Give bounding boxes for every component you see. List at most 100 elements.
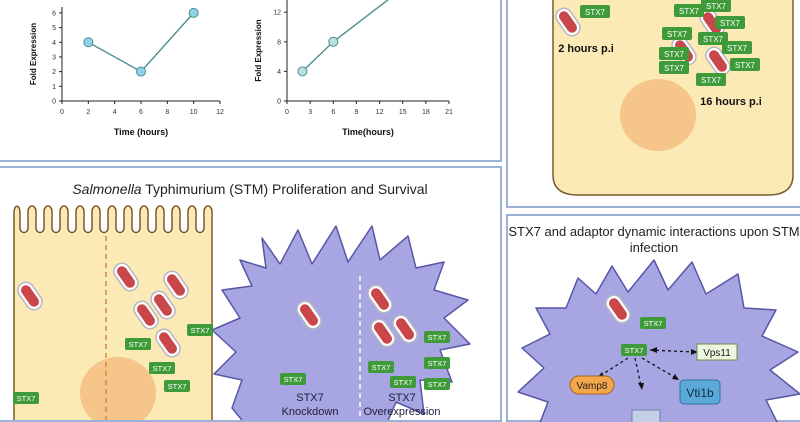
interaction-arrows — [599, 349, 695, 387]
svg-text:STX7: STX7 — [720, 19, 741, 28]
stx7-tag: STX7 — [424, 378, 450, 390]
stx7-tag: STX7 — [424, 331, 450, 343]
svg-text:STX7: STX7 — [667, 30, 688, 39]
x-tick-label: 4 — [113, 109, 117, 116]
adaptor-panel: STX7 and adaptor dynamic interactions up… — [506, 214, 800, 422]
x-tick-label: 15 — [399, 109, 407, 116]
stx7-tag-center: STX7 — [621, 344, 647, 356]
stx7-tag: STX7 — [662, 27, 692, 40]
overexpression-label-line2: Overexpression — [363, 406, 440, 418]
x-tick-label: 2 — [86, 109, 90, 116]
svg-text:STX7: STX7 — [153, 364, 172, 373]
vti1b-box: Vti1b — [679, 379, 721, 405]
x-tick-label: 18 — [422, 109, 430, 116]
stx7-tag: STX7 — [730, 58, 760, 71]
vps11-box: Vps11 — [696, 343, 738, 361]
chart1-data-point — [188, 7, 199, 18]
bacterium — [150, 290, 176, 320]
proliferation-title: Salmonella Typhimurium (STM) Proliferati… — [72, 181, 428, 197]
chart1-data-point — [83, 37, 94, 48]
x-tick-label: 6 — [139, 109, 143, 116]
svg-text:Vti1b: Vti1b — [686, 386, 714, 400]
bacterium — [163, 270, 189, 300]
svg-text:STX7: STX7 — [428, 380, 447, 389]
stx7-tag: STX7 — [125, 338, 151, 350]
svg-text:STX7: STX7 — [394, 378, 413, 387]
stx7-tag: STX7 — [368, 361, 394, 373]
chart1-series-line — [87, 12, 195, 73]
y-tick-label: 4 — [277, 69, 281, 76]
bacterium — [113, 262, 139, 292]
stx7-tag: STX7 — [580, 5, 610, 18]
stx7-tag: STX7 — [659, 47, 689, 60]
svg-text:Vamp8: Vamp8 — [577, 381, 608, 392]
svg-text:STX7: STX7 — [284, 375, 303, 384]
stx7-tag: STX7 — [722, 41, 752, 54]
y-tick-label: 12 — [273, 10, 281, 17]
bacterium — [605, 294, 631, 324]
svg-text:STX7: STX7 — [585, 8, 606, 17]
svg-text:STX7: STX7 — [679, 7, 700, 16]
x-tick-label: 12 — [376, 109, 384, 116]
stx7-tag: STX7 — [659, 61, 689, 74]
svg-text:STX7: STX7 — [168, 382, 187, 391]
svg-text:STX7: STX7 — [644, 319, 663, 328]
chart2-data-point — [297, 66, 308, 77]
macrophage — [517, 259, 800, 422]
stx7-tag: STX7 — [698, 32, 728, 45]
svg-text:STX7: STX7 — [703, 35, 724, 44]
chart2-x-label: Time(hours) — [342, 127, 394, 137]
stx7-tag: STX7 — [696, 73, 726, 86]
y-tick-label: 1 — [52, 84, 56, 91]
x-tick-label: 0 — [60, 109, 64, 116]
vamp8-pill: Vamp8 — [569, 375, 615, 395]
bacterium — [370, 318, 396, 348]
x-tick-label: 0 — [285, 109, 289, 116]
bacterium-early — [555, 7, 581, 37]
svg-text:STX7: STX7 — [625, 346, 644, 355]
chart1-y-label: Fold Expression — [29, 23, 38, 85]
svg-text:STX7: STX7 — [727, 44, 748, 53]
y-tick-label: 8 — [277, 39, 281, 46]
epithelial-nucleus — [80, 357, 156, 420]
svg-text:STX7: STX7 — [664, 50, 685, 59]
x-tick-label: 3 — [308, 109, 312, 116]
y-tick-label: 4 — [52, 40, 56, 47]
x-tick-label: 10 — [190, 109, 198, 116]
stx7-tag: STX7 — [674, 4, 704, 17]
vesicle-box — [631, 409, 661, 422]
svg-text:STX7: STX7 — [191, 326, 210, 335]
x-tick-label: 21 — [445, 109, 453, 116]
stx7-tag: STX7 — [424, 357, 450, 369]
time-late-label: 16 hours p.i — [700, 96, 762, 108]
stx7-tag: STX7 — [187, 324, 213, 336]
svg-text:STX7: STX7 — [706, 2, 727, 11]
nucleus — [620, 79, 696, 151]
bacterium — [296, 300, 322, 330]
stx7-tag: STX7 — [164, 380, 190, 392]
svg-text:STX7: STX7 — [372, 363, 391, 372]
stx7-tag: STX7 — [640, 317, 666, 329]
adaptor-svg: STX7 STX7 Vps11 Vamp8 Vti1b — [517, 259, 800, 422]
bacterium-late-3 — [705, 46, 731, 76]
knockdown-label-line1: STX7 — [296, 392, 324, 404]
stx7-tag: STX7 — [13, 392, 39, 404]
x-tick-label: 9 — [354, 109, 358, 116]
y-tick-label: 5 — [52, 25, 56, 32]
bacterium — [155, 328, 181, 358]
svg-text:STX7: STX7 — [428, 333, 447, 342]
svg-text:STX7: STX7 — [701, 76, 722, 85]
y-tick-label: 3 — [52, 54, 56, 61]
bacterium — [17, 281, 43, 311]
x-tick-label: 12 — [216, 109, 224, 116]
y-tick-label: 0 — [52, 99, 56, 106]
time-early-label: 2 hours p.i — [558, 43, 614, 55]
adaptor-title: STX7 and adaptor dynamic interactions up… — [508, 224, 800, 255]
chart2-series-line — [301, 0, 389, 72]
stx7-tag: STX7 — [390, 376, 416, 388]
bacterium — [133, 300, 159, 330]
x-tick-label: 6 — [331, 109, 335, 116]
knockdown-label-line2: Knockdown — [282, 406, 339, 418]
